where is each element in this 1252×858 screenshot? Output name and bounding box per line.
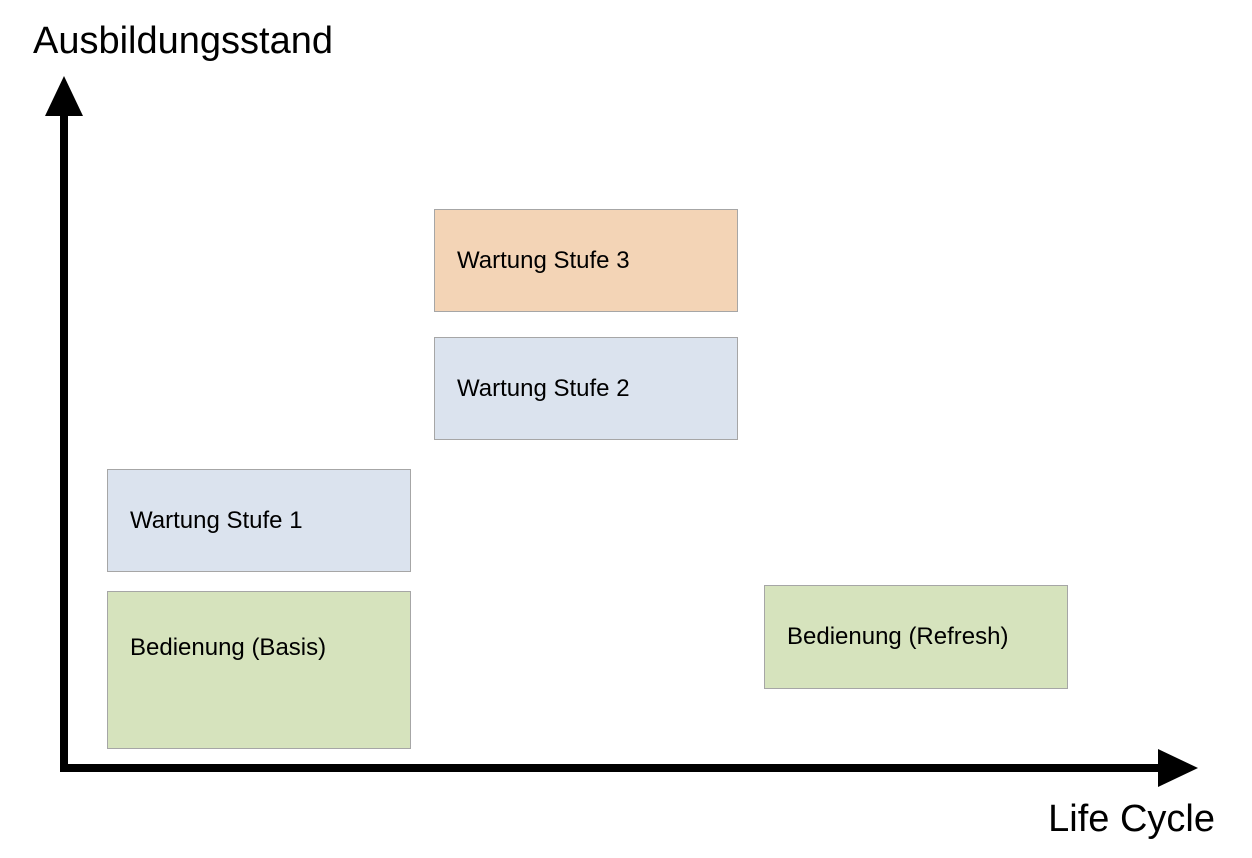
box-label: Bedienung (Basis) bbox=[130, 634, 327, 661]
box-label: Bedienung (Refresh) bbox=[787, 623, 1009, 650]
box-label: Wartung Stufe 3 bbox=[457, 246, 630, 274]
box-bedienung-refresh: Bedienung (Refresh) bbox=[764, 585, 1068, 689]
box-label: Wartung Stufe 2 bbox=[457, 374, 630, 402]
box-wartung-stufe-3: Wartung Stufe 3 bbox=[434, 209, 738, 312]
box-label: Wartung Stufe 1 bbox=[130, 506, 303, 534]
box-wartung-stufe-2: Wartung Stufe 2 bbox=[434, 337, 738, 440]
box-wartung-stufe-1: Wartung Stufe 1 bbox=[107, 469, 411, 572]
x-axis-label: Life Cycle bbox=[1048, 798, 1215, 840]
y-axis-arrowhead bbox=[45, 76, 83, 116]
x-axis-arrowhead bbox=[1158, 749, 1198, 787]
box-bedienung-basis: Bedienung (Basis) bbox=[107, 591, 411, 749]
y-axis-label: Ausbildungsstand bbox=[33, 20, 333, 62]
